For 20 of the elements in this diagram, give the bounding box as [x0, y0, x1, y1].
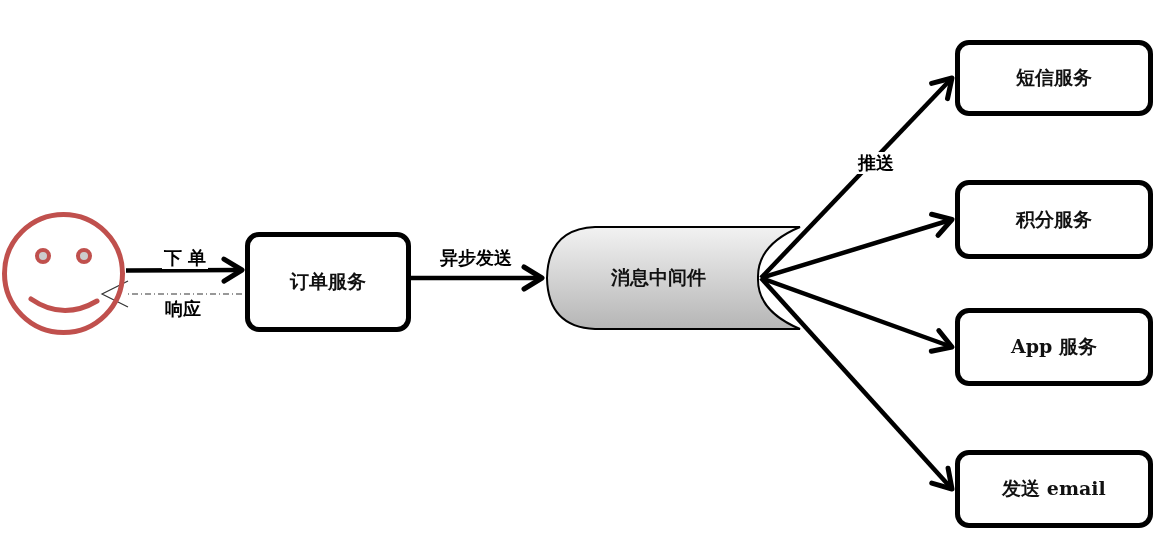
node-label: App 服务	[1011, 334, 1097, 359]
edge-label: 下 单	[162, 247, 209, 269]
node-label: 订单服务	[290, 269, 366, 294]
edge-label: 推送	[856, 152, 896, 174]
node-label: 短信服务	[1016, 65, 1092, 90]
node-label: 积分服务	[1016, 206, 1092, 232]
service-box	[955, 180, 1153, 259]
node-label: 消息中间件	[611, 265, 706, 290]
service-box	[955, 308, 1153, 386]
message-queue-cylinder	[545, 225, 801, 331]
service-box	[955, 450, 1153, 528]
edge-label: 异步发送	[438, 247, 514, 269]
edge-label: 响应	[163, 298, 203, 320]
dashed-arrow	[101, 280, 243, 308]
smiley-face-icon	[1, 211, 126, 336]
node-label: 发送 email	[1002, 476, 1106, 501]
service-box	[955, 40, 1153, 116]
arrow	[126, 256, 245, 284]
service-box	[245, 232, 411, 332]
arrow	[411, 264, 545, 292]
